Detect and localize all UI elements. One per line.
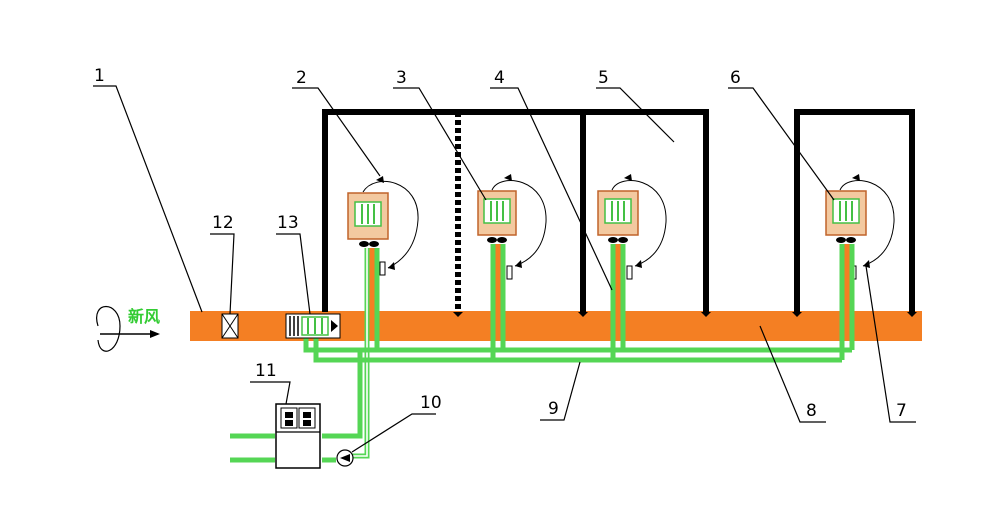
branch-risers (365, 244, 854, 312)
room-4-wall (794, 109, 915, 312)
label-5: 5 (598, 68, 609, 88)
label-1: 1 (94, 66, 105, 86)
label-11: 11 (255, 361, 277, 381)
room-1-wall (322, 109, 458, 312)
label-3: 3 (396, 68, 407, 88)
terminal-unit-4 (825, 190, 867, 243)
label-12: 12 (212, 213, 234, 233)
label-4: 4 (494, 68, 505, 88)
chiller-unit (275, 403, 321, 469)
fresh-air-unit (285, 313, 341, 339)
room-3-wall (583, 109, 709, 312)
room-2-wall (458, 109, 586, 312)
damper (221, 313, 239, 339)
terminal-units (347, 190, 867, 247)
terminal-unit-1 (347, 192, 389, 247)
air-flow-arrows (362, 174, 895, 270)
label-2: 2 (296, 68, 307, 88)
fresh-air-label: 新风 (128, 307, 160, 326)
callout-labels: 1 2 3 4 5 6 7 8 9 10 11 12 13 (94, 66, 907, 421)
fresh-air-intake-arrow (96, 305, 160, 352)
label-8: 8 (806, 401, 817, 421)
label-9: 9 (548, 399, 559, 419)
label-7: 7 (896, 401, 907, 421)
label-13: 13 (277, 213, 299, 233)
terminal-unit-2 (477, 190, 517, 243)
leader-lines (93, 85, 916, 453)
room-walls (322, 109, 917, 317)
label-10: 10 (420, 393, 442, 413)
water-pipes (230, 244, 855, 463)
terminal-unit-3 (597, 190, 639, 243)
label-6: 6 (730, 68, 741, 88)
pump (336, 449, 354, 467)
